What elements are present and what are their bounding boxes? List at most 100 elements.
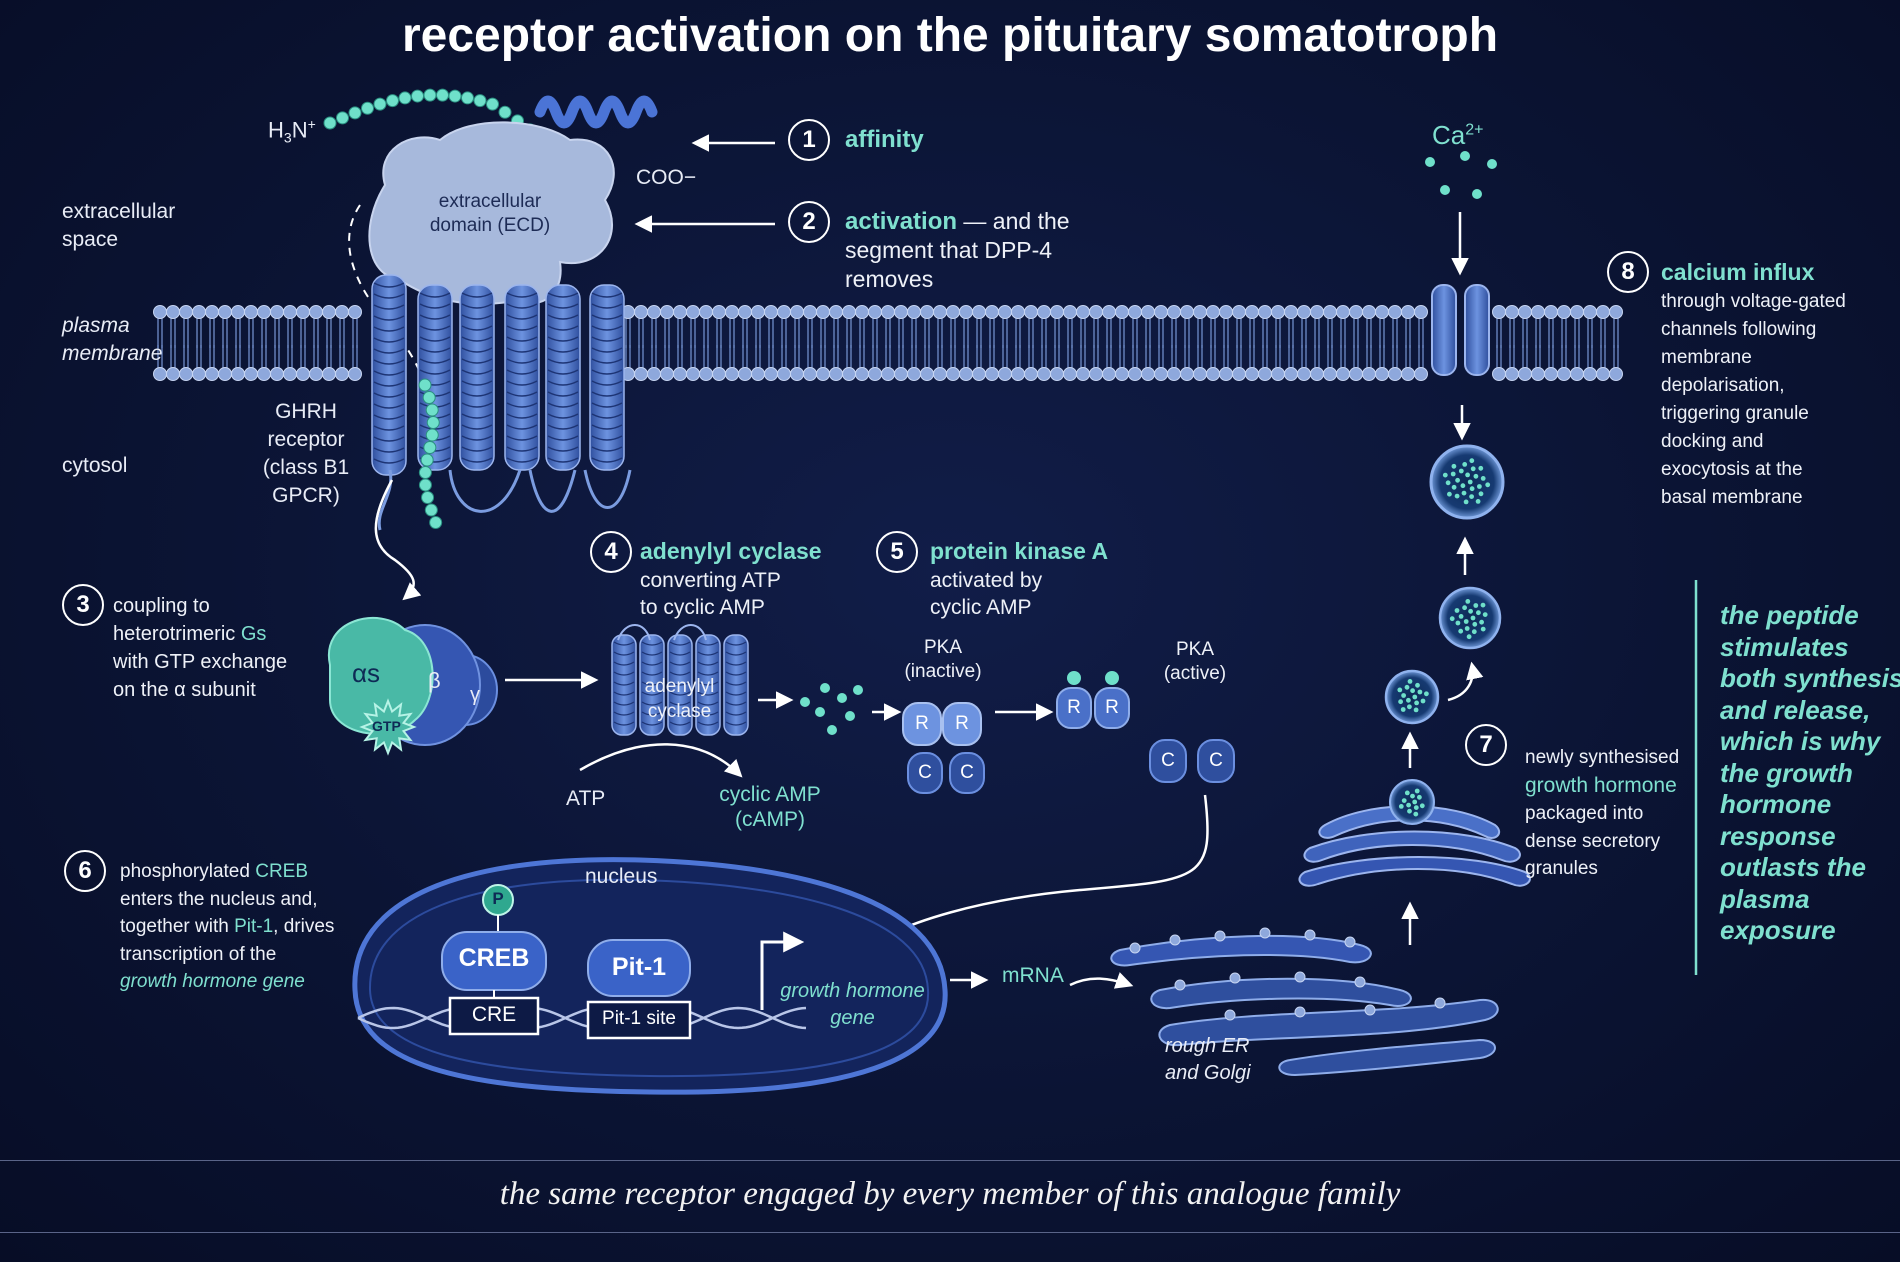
step-7-pre: newly synthesised: [1525, 747, 1680, 768]
step-6-mid: enters the nucleus and, together with: [120, 888, 318, 938]
step-4-heading: adenylyl cyclase: [640, 538, 822, 564]
step-number-6: 6: [64, 850, 106, 892]
step-5-body: activated by cyclic AMP: [930, 569, 1043, 619]
arrow-mrna-to-er: [1069, 972, 1134, 989]
alpha-subunit: [327, 616, 434, 735]
alpha-subunit-label: αs: [352, 658, 381, 688]
pka-active-label: PKA (active): [1163, 639, 1227, 684]
step-number-5: 5: [876, 531, 918, 573]
pka-r-label-2: R: [955, 713, 969, 734]
intracellular-loops: [377, 469, 632, 531]
gamma-subunit-label: γ: [470, 684, 480, 706]
step-7-body: packaged into dense secretory granules: [1525, 803, 1661, 879]
n-terminus-label: H3N+: [268, 116, 316, 146]
cre-element: [448, 996, 540, 1036]
step-8-body: through voltage-gated channels following…: [1661, 291, 1846, 508]
arrow-atp-to-camp: [579, 743, 743, 778]
gpcr-transmembrane-helices: [371, 274, 625, 476]
step-2-text: activation — and the segment that DPP-4 …: [845, 207, 1070, 294]
gs-protein: [327, 616, 498, 756]
rough-er: [1110, 927, 1499, 1077]
peptide-helix: [534, 95, 658, 129]
step-number-2: 2: [788, 201, 830, 243]
pit1-protein: [587, 939, 691, 997]
secretory-granule-2: [1438, 586, 1502, 650]
peptide-in-pocket: [418, 378, 443, 529]
er-golgi-label: rough ER and Golgi: [1165, 1035, 1251, 1084]
plasma-membrane: [153, 305, 1623, 381]
pit1-label: Pit-1: [611, 953, 667, 981]
step-6-heading: CREB: [255, 861, 309, 882]
step-6-body: , drives transcription of the: [120, 916, 335, 965]
arrow-granule-curve: [1447, 661, 1484, 702]
step-5-heading: protein kinase A: [930, 538, 1109, 564]
step-number-4: 4: [590, 531, 632, 573]
side-note: the peptide stimulates both synthesis an…: [1720, 600, 1900, 945]
calcium-ions: [1425, 151, 1497, 199]
footer-rule-bottom: [0, 1232, 1900, 1233]
extracellular-domain: [368, 121, 615, 305]
pka-catalytic-active: [1149, 739, 1235, 783]
pka-regulatory-camp: [1056, 671, 1130, 729]
footer-caption: the same receptor engaged by every membe…: [499, 1176, 1401, 1212]
c-terminus-label: COO−: [636, 166, 697, 189]
dna-double-helix: [357, 1006, 807, 1030]
step-2-body: — and the segment that DPP-4 removes: [845, 208, 1070, 292]
gh-gene-label: growth hormone gene: [780, 980, 925, 1029]
ecd-linker-dashed: [348, 204, 431, 401]
atp-label: ATP: [566, 787, 606, 810]
pka-r-label-4: R: [1105, 697, 1119, 718]
step-number-1: 1: [788, 119, 830, 161]
secretory-granule-3: [1429, 444, 1505, 520]
receptor-label: GHRH receptor (class B1 GPCR): [262, 400, 350, 507]
step-3-body: with GTP exchange on the α subunit: [113, 651, 288, 701]
adenylyl-cyclase-label: adenylyl cyclase: [644, 676, 715, 722]
pit1-site: [586, 1000, 692, 1040]
step-6-pre: phosphorylated: [120, 861, 256, 882]
step-number-3: 3: [62, 584, 104, 626]
gtp-label: GTP: [372, 718, 401, 734]
beta-subunit-label: β: [428, 668, 441, 693]
cre-label: CRE: [471, 1003, 517, 1026]
step-number-7: 7: [1465, 724, 1507, 766]
ecd-label: extracellular domain (ECD): [429, 191, 551, 236]
secretory-granule-1: [1384, 669, 1440, 725]
cytosol-label: cytosol: [62, 454, 128, 477]
step-3-text: coupling to heterotrimeric Gs with GTP e…: [113, 592, 287, 704]
arrow-receptor-to-gs: [374, 479, 422, 601]
step-7-text: newly synthesised growth hormone package…: [1525, 744, 1679, 883]
step-6-heading-2: Pit-1: [234, 916, 274, 937]
page-title: receptor activation on the pituitary som…: [401, 9, 1499, 62]
pit1-site-label: Pit-1 site: [602, 1008, 676, 1029]
transcription-start-arrow: [760, 931, 805, 1010]
step-4-body: converting ATP to cyclic AMP: [640, 569, 781, 619]
phosphate-label: P: [492, 889, 504, 908]
pka-c-label-3: C: [1161, 750, 1175, 771]
step-1-heading: affinity: [845, 126, 924, 153]
calcium-label: Ca2+: [1432, 120, 1484, 150]
gtp-star: [359, 698, 417, 756]
mrna-label: mRNA: [1002, 964, 1064, 987]
step-number-8: 8: [1607, 251, 1649, 293]
camp-dots-1: [800, 683, 863, 735]
footer-rule-top: [0, 1160, 1900, 1161]
pka-c-label-4: C: [1209, 750, 1223, 771]
plasma-membrane-label: plasma membrane: [62, 314, 163, 365]
step-3-heading: Gs: [240, 623, 267, 645]
step-6-tail: growth hormone gene: [120, 971, 305, 992]
step-3-pre: coupling to heterotrimeric: [113, 595, 236, 645]
pka-inactive-label: PKA (inactive): [904, 637, 982, 682]
pka-r-label-3: R: [1067, 697, 1081, 718]
voltage-gated-calcium-channel: [1431, 284, 1490, 376]
pka-r-label-1: R: [915, 713, 929, 734]
adenylyl-cyclase-helices: [611, 624, 749, 736]
pka-inactive-complex: [902, 702, 985, 794]
nucleus-label: nucleus: [585, 865, 658, 888]
step-8-heading: calcium influx: [1661, 259, 1815, 285]
step-6-text: phosphorylated CREB enters the nucleus a…: [120, 858, 334, 996]
extracellular-space-label: extracellular space: [62, 200, 176, 251]
step-7-heading: growth hormone: [1525, 773, 1677, 797]
step-2-heading: activation: [845, 208, 958, 235]
